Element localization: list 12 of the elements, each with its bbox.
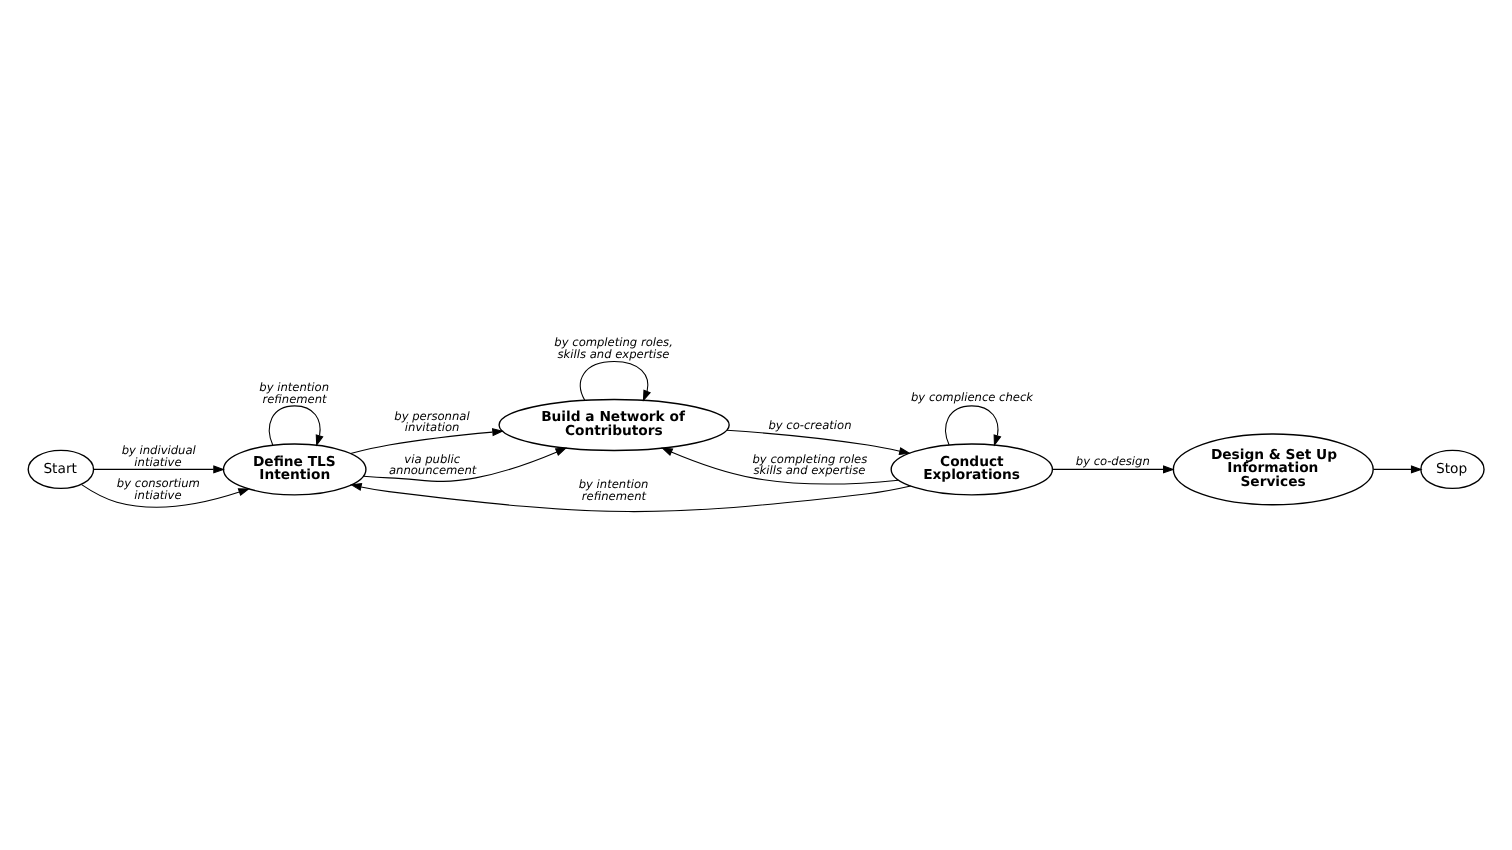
arrow <box>1373 465 1423 474</box>
arrow <box>81 484 250 508</box>
arrow <box>268 405 324 447</box>
arrow <box>362 447 568 482</box>
arrow <box>945 405 1002 447</box>
arrow <box>661 447 899 485</box>
arrow <box>726 429 911 456</box>
arrow <box>350 428 504 454</box>
arrow <box>579 360 652 402</box>
arrow <box>93 465 225 474</box>
arrow <box>1052 465 1175 474</box>
arrow <box>350 483 912 513</box>
